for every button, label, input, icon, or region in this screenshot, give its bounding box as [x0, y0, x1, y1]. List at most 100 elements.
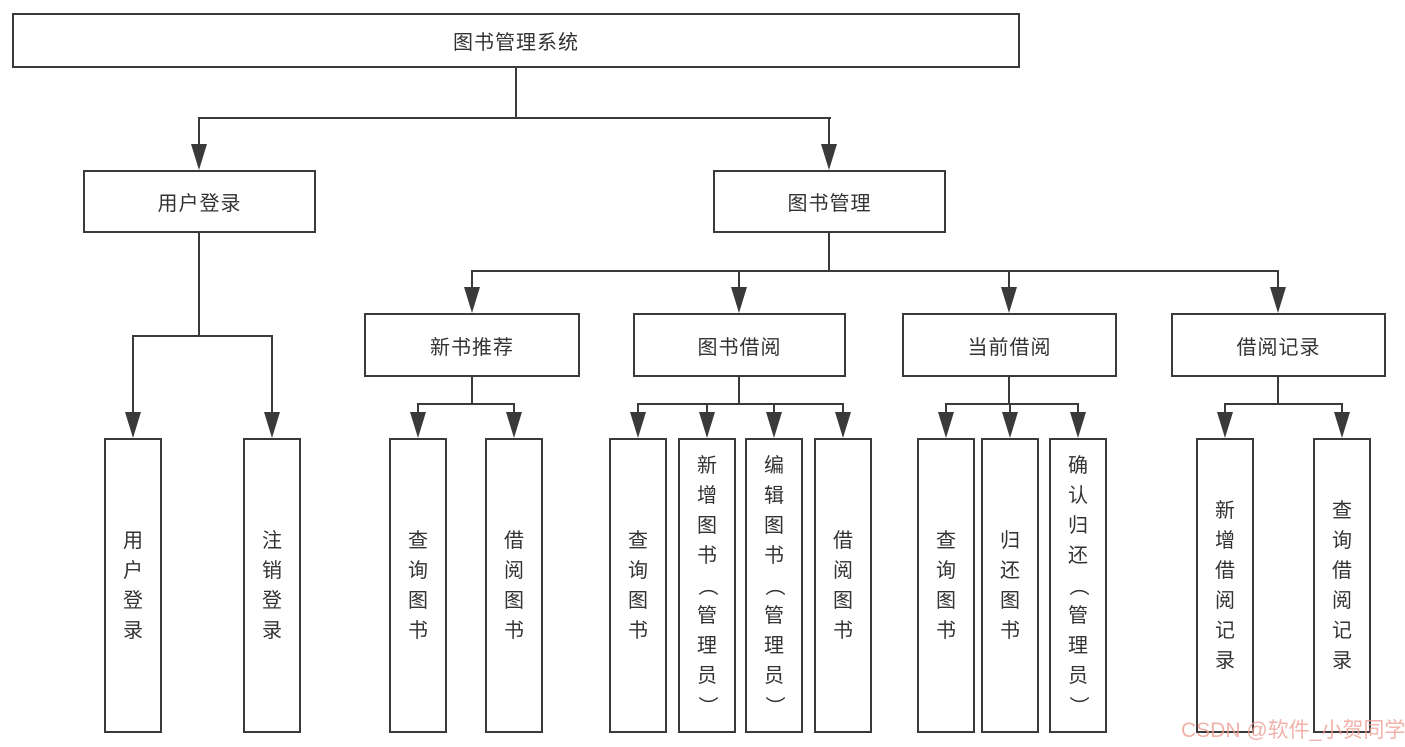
leaf-confirm-return-admin: 确认归还（管理员） — [1049, 438, 1107, 733]
vertical-label-char: 阅 — [1215, 589, 1235, 612]
node-current-borrow: 当前借阅 — [902, 313, 1117, 377]
connector-records-drop — [1277, 375, 1279, 405]
vertical-label-char: ） — [1067, 695, 1089, 716]
vertical-label-char: 登 — [262, 589, 282, 612]
arrowhead-down — [506, 412, 522, 438]
node-root-label: 图书管理系统 — [453, 32, 579, 54]
connector-shaft — [1077, 403, 1079, 414]
vertical-label-char: 借 — [504, 529, 524, 552]
connector-shaft — [1277, 270, 1279, 288]
vertical-label-char: 管 — [764, 604, 784, 627]
vertical-label-char: 户 — [123, 559, 143, 582]
vertical-label-char: （ — [763, 575, 785, 596]
vertical-label-char: 书 — [936, 619, 956, 642]
vertical-label-char: 阅 — [504, 559, 524, 582]
connector-current-drop — [1008, 375, 1010, 405]
arrowhead-down — [464, 287, 480, 313]
arrowhead-down — [125, 412, 141, 438]
vertical-label-char: ） — [763, 695, 785, 716]
vertical-label-char: 增 — [1215, 529, 1235, 552]
csdn-watermark: CSDN @软件_小贺同学 — [1181, 719, 1405, 742]
leaf-add-book-admin: 新增图书（管理员） — [678, 438, 736, 733]
node-book-management-label: 图书管理 — [787, 193, 872, 215]
connector-book-management-drop — [828, 231, 830, 272]
connector-borrow-drop — [738, 375, 740, 405]
arrowhead-down — [766, 412, 782, 438]
vertical-label-char: 书 — [628, 619, 648, 642]
node-current-borrow-label: 当前借阅 — [967, 336, 1052, 359]
vertical-label-char: 图 — [628, 589, 648, 612]
vertical-label-char: 登 — [123, 589, 143, 612]
arrowhead-down — [1070, 412, 1086, 438]
leaf-query-book-current: 查询图书 — [917, 438, 975, 733]
vertical-label-char: 员 — [697, 664, 717, 687]
connector-shaft — [1341, 403, 1343, 414]
leaf-query-borrow-record: 查询借阅记录 — [1313, 438, 1371, 733]
vertical-label-char: 书 — [697, 544, 717, 567]
vertical-label-char: 记 — [1332, 619, 1352, 642]
node-new-book-recommend-label: 新书推荐 — [430, 336, 514, 359]
connector-shaft — [945, 403, 947, 414]
vertical-label-char: 录 — [1332, 649, 1352, 672]
arrowhead-down — [1270, 287, 1286, 313]
connector-shaft — [271, 335, 273, 413]
arrowhead-down — [731, 287, 747, 313]
vertical-label-char: 理 — [764, 634, 784, 657]
arrowhead-down — [630, 412, 646, 438]
node-new-book-recommend: 新书推荐 — [364, 313, 580, 377]
connector-records-bar — [1224, 403, 1343, 405]
vertical-label-char: 销 — [262, 559, 282, 582]
node-book-borrow-label: 图书借阅 — [697, 336, 782, 359]
vertical-label-char: 员 — [764, 664, 784, 687]
vertical-label-char: 图 — [504, 589, 524, 612]
connector-recommend-bar — [417, 403, 515, 405]
connector-shaft — [842, 403, 844, 414]
vertical-label-char: 理 — [1068, 634, 1088, 657]
vertical-label-char: 归 — [1068, 514, 1088, 537]
leaf-query-book-recommend: 查询图书 — [389, 438, 447, 733]
vertical-label-char: （ — [696, 575, 718, 596]
connector-level2-bar — [198, 117, 831, 119]
vertical-label-char: 查 — [628, 529, 648, 552]
node-book-borrow: 图书借阅 — [633, 313, 846, 377]
connector-shaft — [1009, 403, 1011, 414]
vertical-label-char: 确 — [1068, 454, 1088, 477]
connector-level3-bar — [471, 270, 1279, 272]
arrowhead-down — [1002, 412, 1018, 438]
vertical-label-char: 录 — [1215, 649, 1235, 672]
arrowhead-down — [410, 412, 426, 438]
connector-shaft — [198, 117, 200, 145]
vertical-label-char: 图 — [764, 514, 784, 537]
arrowhead-down — [938, 412, 954, 438]
vertical-label-char: 辑 — [764, 484, 784, 507]
leaf-query-book-borrow: 查询图书 — [609, 438, 667, 733]
vertical-label-char: 录 — [262, 619, 282, 642]
arrowhead-down — [1334, 412, 1350, 438]
vertical-label-char: 书 — [833, 619, 853, 642]
node-root: 图书管理系统 — [12, 13, 1020, 68]
vertical-label-char: 新 — [697, 454, 717, 477]
vertical-label-char: 询 — [936, 559, 956, 582]
vertical-label-char: 书 — [504, 619, 524, 642]
vertical-label-char: 图 — [697, 514, 717, 537]
connector-shaft — [132, 335, 134, 413]
vertical-label-char: 管 — [1068, 604, 1088, 627]
vertical-label-char: 借 — [1215, 559, 1235, 582]
vertical-label-char: 图 — [408, 589, 428, 612]
vertical-label-char: 员 — [1068, 664, 1088, 687]
vertical-label-char: 记 — [1215, 619, 1235, 642]
node-user-login-label: 用户登录 — [157, 193, 242, 215]
vertical-label-char: 理 — [697, 634, 717, 657]
vertical-label-char: 图 — [1000, 589, 1020, 612]
arrowhead-down — [835, 412, 851, 438]
connector-shaft — [738, 270, 740, 288]
connector-shaft — [1008, 270, 1010, 288]
vertical-label-char: 还 — [1000, 559, 1020, 582]
connector-root-drop — [515, 67, 517, 118]
vertical-label-char: 图 — [833, 589, 853, 612]
connector-borrow-bar — [637, 403, 844, 405]
vertical-label-char: 询 — [628, 559, 648, 582]
connector-shaft — [417, 403, 419, 414]
arrowhead-down — [699, 412, 715, 438]
